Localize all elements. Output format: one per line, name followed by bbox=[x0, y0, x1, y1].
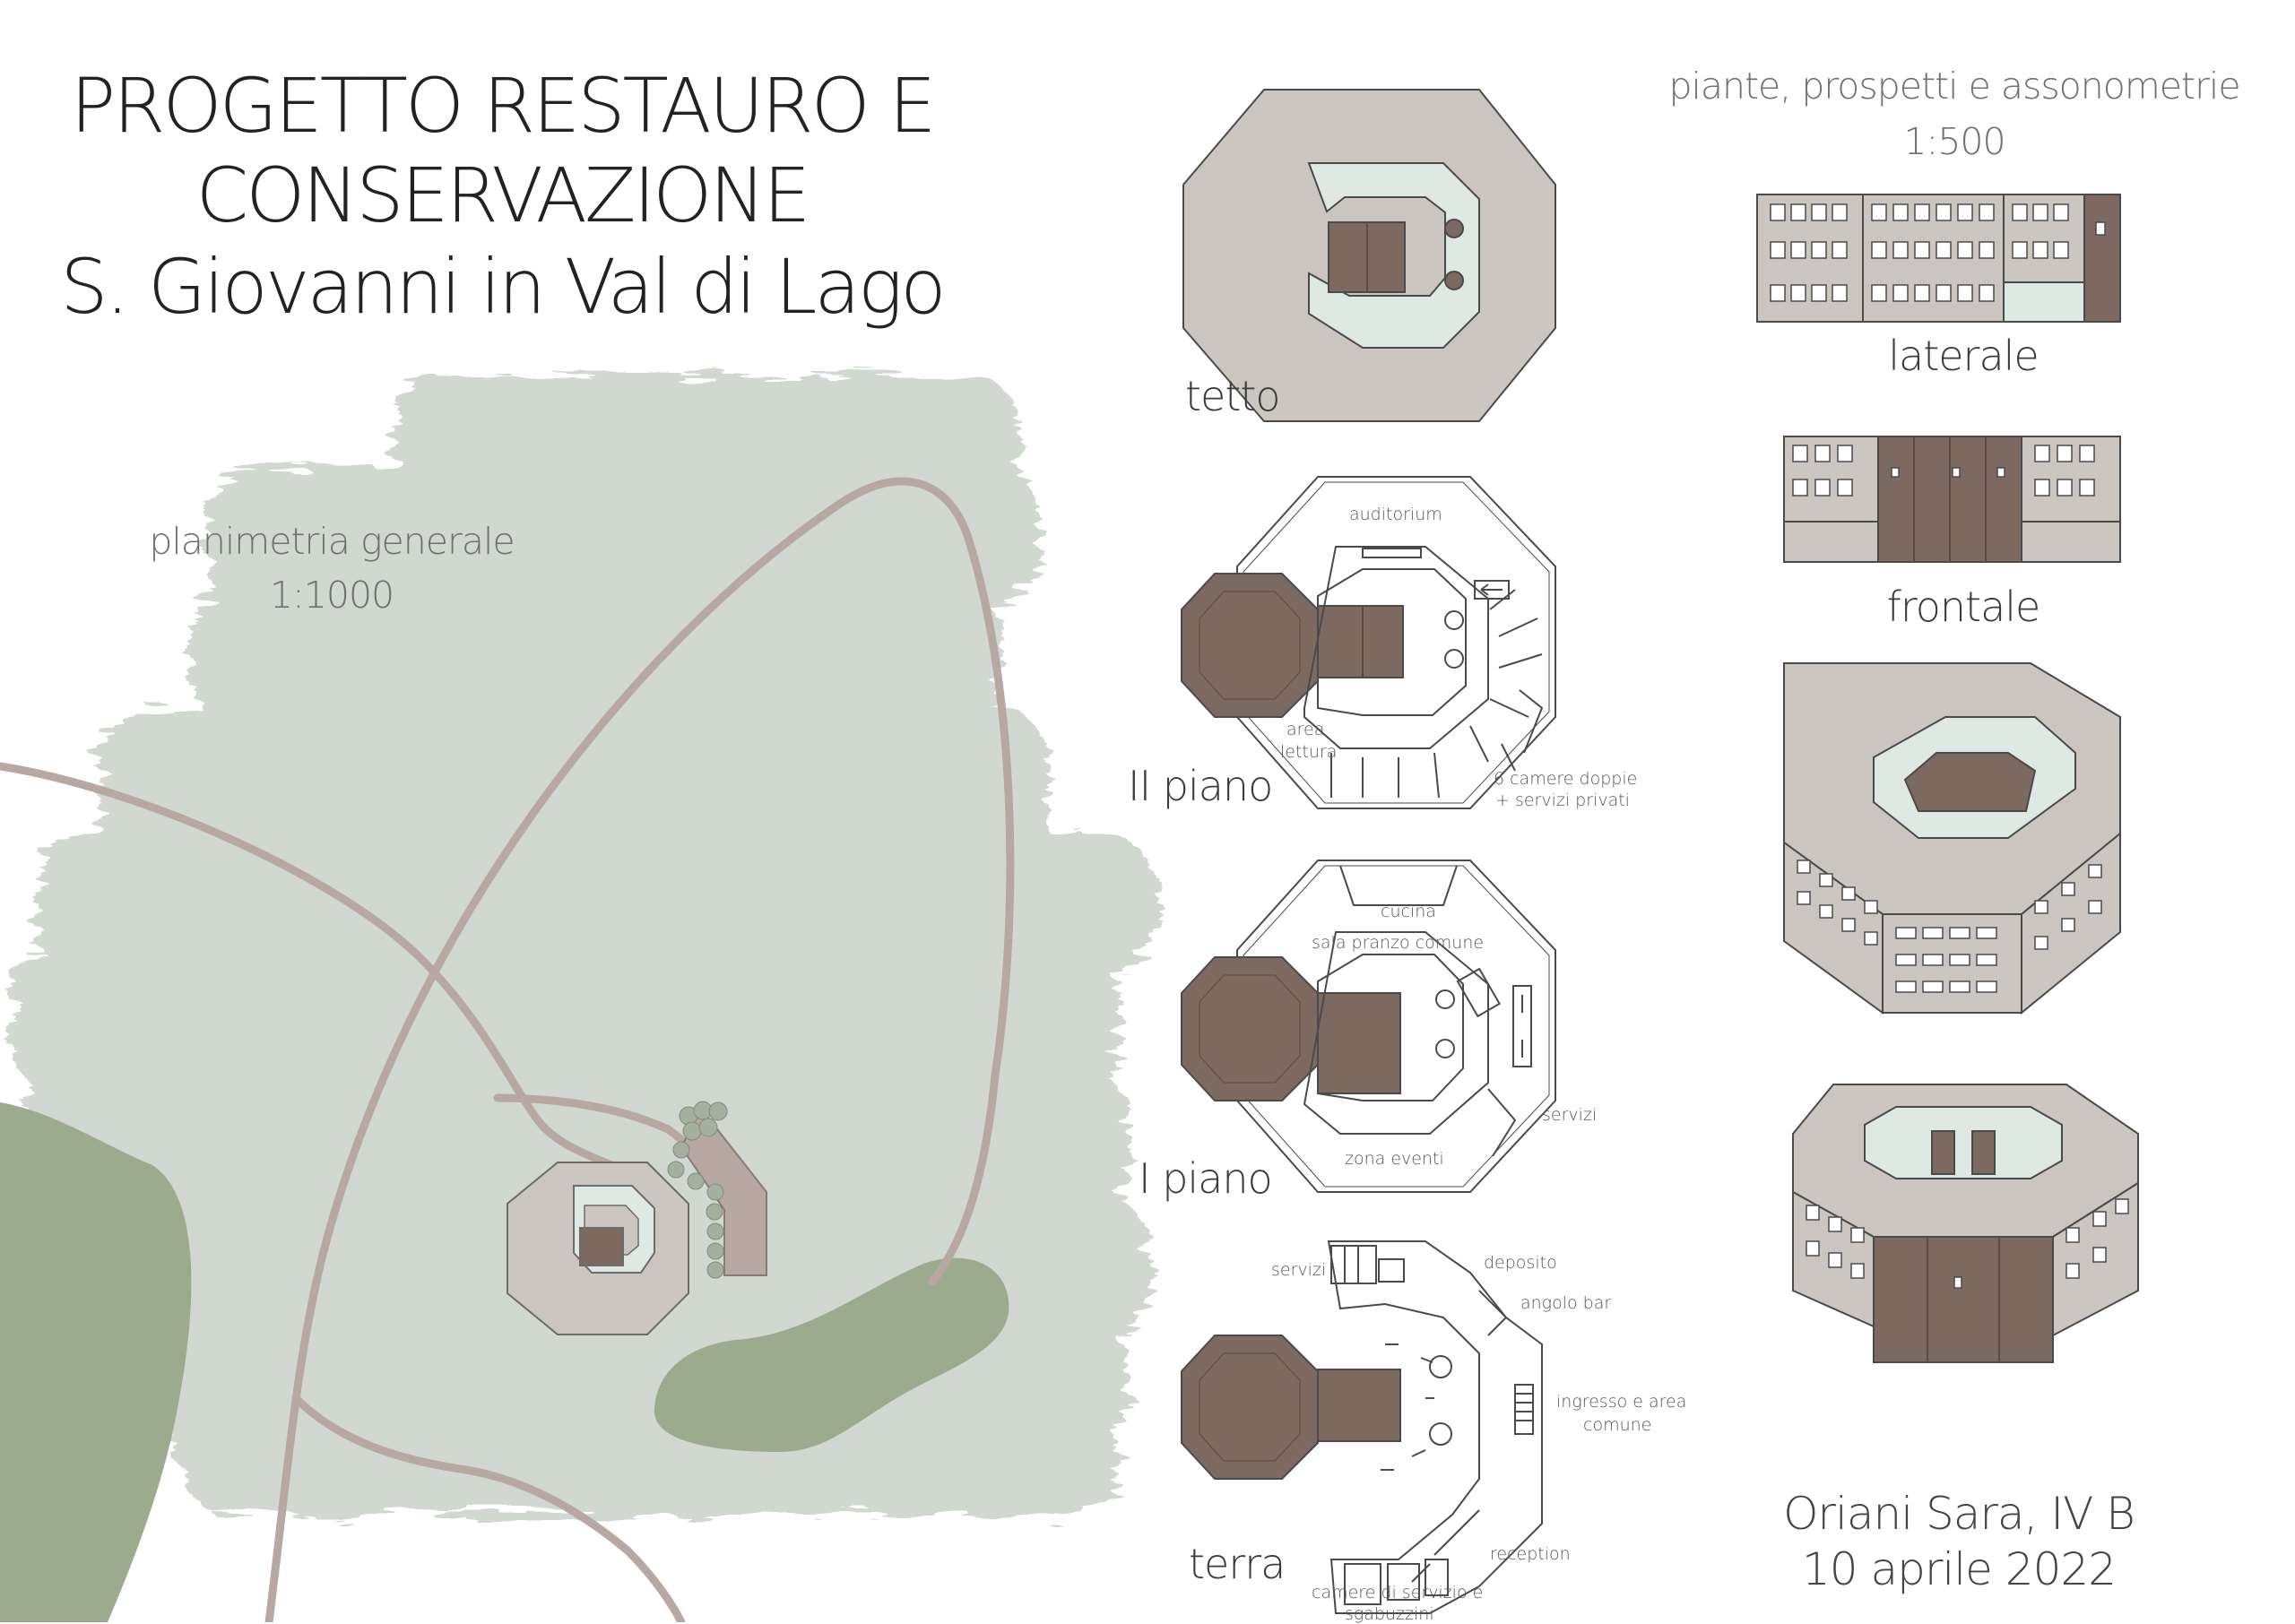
ground-floor-plan bbox=[1181, 1240, 1543, 1614]
room-label-deposito: deposito bbox=[1484, 1253, 1557, 1273]
site-wash bbox=[9, 376, 1156, 1515]
room-label-auditorium: auditorium bbox=[1349, 505, 1442, 524]
first-floor-label: I piano bbox=[1139, 1154, 1273, 1203]
title-line-3: S. Giovanni in Val di Lago bbox=[60, 243, 946, 331]
room-label-servizi-0: servizi bbox=[1271, 1260, 1327, 1280]
front-elevation-label: frontale bbox=[1886, 583, 2041, 631]
author-name: Oriani Sara, IV B bbox=[1783, 1488, 2135, 1540]
title-line-2: CONSERVAZIONE bbox=[195, 151, 811, 239]
room-label-zona-eventi: zona eventi bbox=[1345, 1149, 1444, 1169]
second-floor-label: II piano bbox=[1128, 762, 1273, 810]
side-elevation-label: laterale bbox=[1888, 332, 2040, 380]
room-label-comune: comune bbox=[1583, 1415, 1652, 1435]
axonometry-bottom bbox=[1792, 1084, 2139, 1363]
room-label-camere: 6 camere doppie bbox=[1494, 769, 1638, 789]
site-plan-label: planimetria generale bbox=[149, 520, 515, 563]
room-label-cucina: cucina bbox=[1381, 902, 1436, 921]
site-plan-scale: 1:1000 bbox=[269, 574, 394, 617]
room-label-sala-pranzo: sala pranzo comune bbox=[1312, 933, 1485, 953]
side-elevation bbox=[1756, 194, 2121, 323]
site-trees bbox=[667, 1101, 728, 1279]
room-label-camere-servizio: camere di servizio e bbox=[1312, 1583, 1484, 1602]
room-label-sgabuzzini: sgabuzzini bbox=[1345, 1604, 1434, 1624]
room-label-lettura: lettura bbox=[1280, 742, 1338, 762]
roof-plan bbox=[1182, 89, 1556, 422]
lake-east bbox=[654, 1257, 1009, 1452]
room-label-reception: reception bbox=[1490, 1544, 1571, 1564]
axonometry-top bbox=[1783, 662, 2121, 1015]
first-floor-plan bbox=[1181, 860, 1556, 1193]
room-label-servizi-privati: + servizi privati bbox=[1495, 790, 1630, 810]
ground-floor-label: terra bbox=[1189, 1540, 1286, 1588]
roof-plan-label: tetto bbox=[1185, 372, 1281, 420]
author-date: 10 aprile 2022 bbox=[1801, 1543, 2117, 1595]
title-line-1: PROGETTO RESTAURO E bbox=[70, 62, 936, 150]
drawings-scale: 1:500 bbox=[1903, 120, 2005, 163]
room-label-angolo-bar: angolo bar bbox=[1520, 1293, 1612, 1313]
room-label-ingresso: ingresso e area bbox=[1556, 1392, 1687, 1412]
front-elevation bbox=[1783, 436, 2121, 563]
site-paths bbox=[0, 477, 1015, 1622]
site-plan-building bbox=[507, 1107, 767, 1335]
lake-west bbox=[0, 1102, 192, 1622]
drawings-label: piante, prospetti e assonometrie bbox=[1668, 65, 2240, 108]
room-label-servizi-1: servizi bbox=[1542, 1105, 1598, 1125]
room-label-area: area bbox=[1286, 720, 1325, 739]
second-floor-plan bbox=[1181, 476, 1556, 809]
